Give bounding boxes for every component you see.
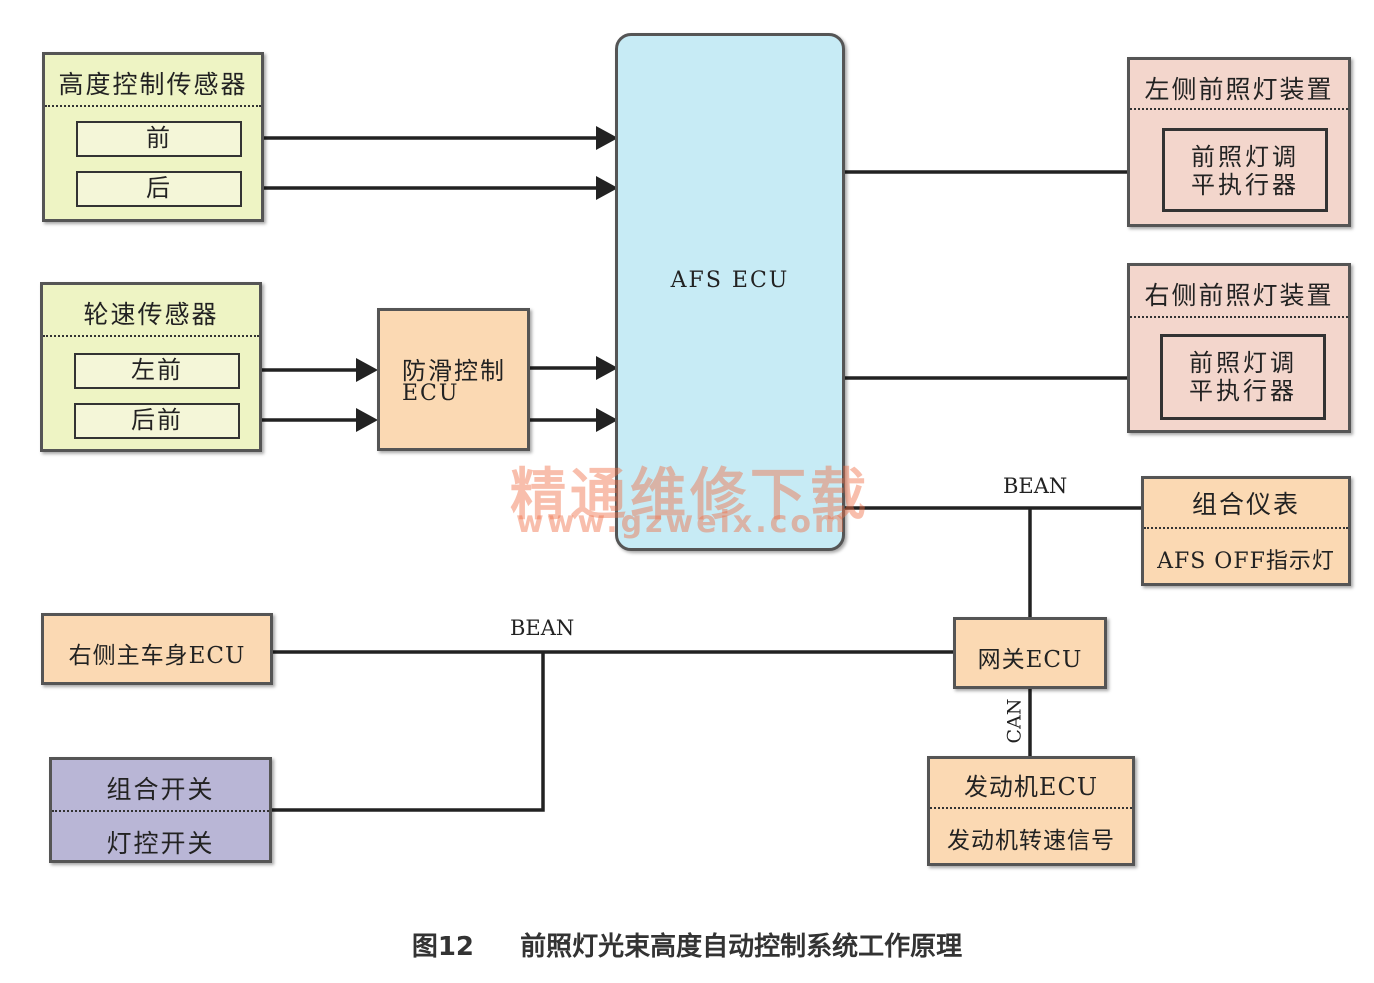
arrow-front-height (596, 126, 618, 150)
engine-ecu: 发动机ECU 发动机转速信号 (927, 756, 1135, 866)
meter-title: 组合仪表 (1191, 490, 1300, 519)
wheel-sensor-group: 轮速传感器 左前 后前 (40, 282, 262, 452)
abs-ecu-box: 防滑控制 ECU (377, 308, 530, 451)
right-headlamp-group: 右侧前照灯装置 前照灯调 平执行器 (1127, 263, 1351, 433)
engine-signal: 发动机转速信号 (947, 828, 1115, 854)
engine-divider (930, 807, 1132, 809)
abs-ecu-line2: ECU (402, 381, 460, 406)
bean-lower-branch (272, 652, 545, 812)
left-headlamp-divider (1130, 108, 1348, 110)
left-actuator-line2: 平执行器 (1191, 171, 1299, 199)
combination-meter: 组合仪表 AFS OFF指示灯 (1141, 476, 1351, 586)
right-headlamp-divider (1130, 316, 1348, 318)
left-headlamp-actuator: 前照灯调 平执行器 (1162, 128, 1328, 212)
wheel-sensor-divider (43, 335, 259, 337)
height-sensor-title: 高度控制传感器 (58, 70, 248, 99)
wheel-sensor-rear-front: 后前 (74, 403, 240, 439)
engine-title: 发动机ECU (963, 773, 1099, 801)
watermark-url: www.gzweix.com (516, 505, 849, 540)
abs-ecu-line1: 防滑控制 (402, 357, 506, 385)
bean-upper-label: BEAN (1003, 474, 1068, 498)
body-ecu-label: 右侧主车身ECU (68, 643, 246, 669)
left-actuator-line1: 前照灯调 (1191, 143, 1299, 171)
right-headlamp-title: 右侧前照灯装置 (1144, 281, 1334, 310)
combo-switch-bottom: 灯控开关 (106, 829, 215, 858)
height-sensor-group: 高度控制传感器 前 后 (42, 52, 264, 222)
combo-switch-divider (52, 810, 269, 812)
combination-switch: 组合开关 灯控开关 (49, 757, 272, 863)
meter-divider (1144, 527, 1348, 529)
arrow-abs-afs-2 (596, 408, 618, 432)
wheel-sensor-front-left: 左前 (74, 353, 240, 389)
right-body-ecu: 右侧主车身ECU (41, 613, 273, 685)
can-label: CAN (1003, 698, 1026, 744)
meter-indicator: AFS OFF指示灯 (1157, 549, 1335, 574)
watermark-title: 精通维修下载 (510, 463, 870, 528)
arrow-rear-height (596, 176, 618, 200)
height-sensor-front: 前 (76, 121, 242, 157)
right-actuator-line1: 前照灯调 (1189, 349, 1297, 377)
afs-ecu-box: AFS ECU (615, 33, 845, 551)
figure-caption: 图12 前照灯光束高度自动控制系统工作原理 (0, 926, 1374, 963)
left-headlamp-title: 左侧前照灯装置 (1144, 75, 1334, 104)
wheel-sensor-title: 轮速传感器 (83, 300, 219, 329)
arrow-rear-front-wheel (356, 408, 378, 432)
caption-text: 前照灯光束高度自动控制系统工作原理 (520, 932, 963, 962)
gateway-label: 网关ECU (977, 647, 1083, 673)
height-sensor-divider (45, 105, 261, 107)
caption-figure-number: 图12 (411, 932, 475, 962)
bean-lower-label: BEAN (510, 616, 575, 640)
height-sensor-rear: 后 (76, 171, 242, 207)
right-headlamp-actuator: 前照灯调 平执行器 (1160, 334, 1326, 420)
arrow-abs-afs-1 (596, 356, 618, 380)
combo-switch-top: 组合开关 (106, 775, 215, 804)
left-headlamp-group: 左侧前照灯装置 前照灯调 平执行器 (1127, 57, 1351, 227)
arrow-front-left-wheel (356, 358, 378, 382)
right-actuator-line2: 平执行器 (1189, 377, 1297, 405)
gateway-ecu: 网关ECU (953, 617, 1107, 689)
afs-ecu-label: AFS ECU (670, 268, 790, 293)
